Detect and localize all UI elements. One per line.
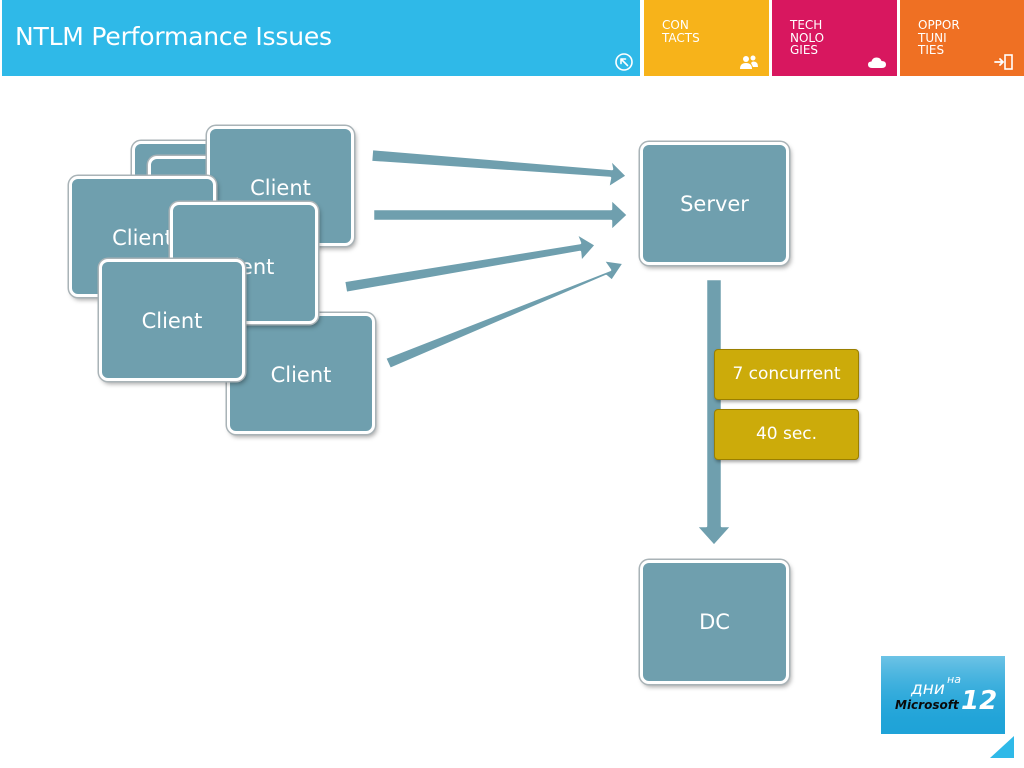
logo-top-text: дни <box>910 679 945 699</box>
duration-label: 40 sec. <box>714 409 859 460</box>
back-arrow-icon[interactable] <box>614 52 634 72</box>
arrow-client-to-server-1 <box>369 147 629 190</box>
cloud-icon <box>868 57 886 68</box>
arrow-client-to-server-4 <box>383 258 626 371</box>
title-bar: NTLM Performance Issues <box>2 0 640 76</box>
nav-technologies-label: TECH NOLO GIES <box>790 18 825 57</box>
arrow-client-to-server-2 <box>371 197 630 233</box>
client-node-5: Client <box>99 259 245 381</box>
client-label-2: Client <box>112 226 173 250</box>
logo-number-text: 12 <box>961 686 997 716</box>
server-node: Server <box>640 142 789 265</box>
dc-label: DC <box>699 610 730 634</box>
concurrency-label: 7 concurrent <box>714 349 859 400</box>
client-node-3: Client <box>227 313 375 434</box>
people-icon <box>740 55 758 69</box>
nav-contacts-label: CON TACTS <box>662 18 700 45</box>
nav-tile-contacts[interactable]: CON TACTS <box>644 0 769 76</box>
microsoft-days-logo: дни на Microsoft 12 <box>881 656 1005 734</box>
logo-brand-text: Microsoft <box>895 698 960 712</box>
slide-title: NTLM Performance Issues <box>15 22 332 51</box>
client-label-1: Client <box>250 176 311 200</box>
arrow-client-to-server-3 <box>342 231 598 295</box>
slide-header: NTLM Performance Issues CON TACTS TECH N… <box>0 0 1024 77</box>
exit-door-icon <box>994 54 1013 70</box>
client-label-3: Client <box>270 363 332 387</box>
nav-tile-opportunities[interactable]: OPPOR TUNI TIES <box>900 0 1024 76</box>
nav-opportunities-label: OPPOR TUNI TIES <box>918 18 960 57</box>
server-label: Server <box>680 192 749 216</box>
corner-triangle-icon <box>990 736 1014 758</box>
logo-super-text: на <box>947 673 961 686</box>
client-label-5: Client <box>141 309 203 333</box>
dc-node: DC <box>640 560 789 684</box>
nav-tile-technologies[interactable]: TECH NOLO GIES <box>772 0 897 76</box>
